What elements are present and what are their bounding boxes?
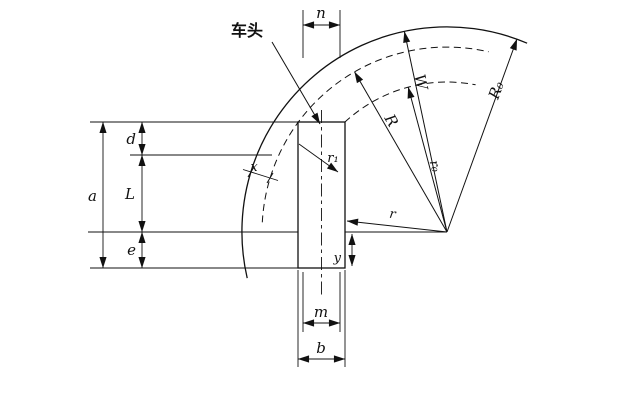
vehicle-front-label: 车头	[231, 21, 263, 40]
dim-tick-x-outer	[247, 166, 255, 178]
label-r0: r₀	[426, 159, 444, 175]
label-W: W	[410, 73, 431, 93]
label-r1: r₁	[327, 151, 338, 166]
radius-line-r	[346, 218, 448, 233]
label-d: d	[126, 130, 136, 148]
inner-body-path-arc	[344, 81, 476, 123]
radius-line-R0	[446, 38, 518, 233]
label-x: x	[250, 160, 258, 175]
radius-line-R	[354, 71, 448, 233]
dim-line-x	[242, 169, 279, 181]
label-m: m	[314, 303, 328, 321]
label-b: b	[316, 339, 326, 357]
outer-road-edge-arc	[241, 26, 528, 279]
label-R0: R₀	[485, 79, 508, 102]
label-R: R	[380, 110, 402, 130]
outer-body-path-arc	[261, 46, 489, 223]
label-y: y	[333, 251, 342, 266]
radius-line-W	[403, 31, 448, 233]
label-L: L	[124, 185, 135, 203]
label-r: r	[388, 207, 397, 223]
label-a: a	[88, 187, 97, 205]
radius-line-r0	[407, 86, 448, 233]
r1-leader-arrow	[298, 143, 339, 173]
vehicle-front-leader-arrow	[271, 41, 321, 125]
label-n: n	[316, 4, 326, 22]
dim-tick-x-inner	[266, 172, 274, 184]
label-e: e	[127, 241, 136, 259]
